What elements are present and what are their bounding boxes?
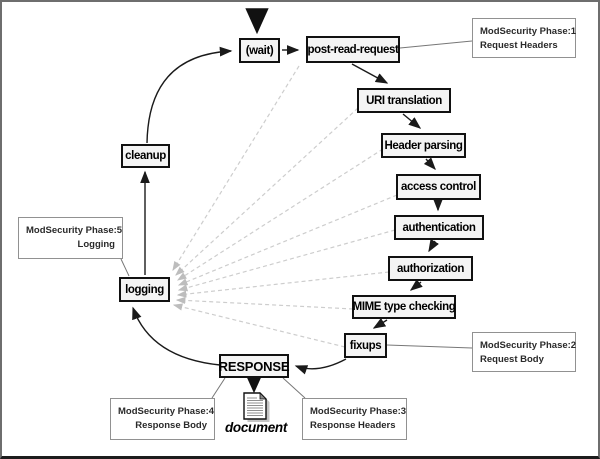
dashed-logging-links (172, 65, 398, 348)
document-icon (243, 392, 270, 422)
node-logging: logging (119, 277, 170, 302)
node-uri-translation: URI translation (357, 88, 451, 113)
annotation-phase4: ModSecurity Phase:4 Response Body (110, 398, 215, 440)
document-label: document (224, 420, 288, 435)
annotation-phase2: ModSecurity Phase:2 Request Body (472, 332, 576, 372)
node-authorization: authorization (388, 256, 473, 281)
annotation-line: Request Headers (480, 39, 558, 51)
flow-arrows (132, 8, 443, 394)
annotation-line: ModSecurity Phase:1 (480, 26, 577, 37)
annotation-line: ModSecurity Phase:5 (26, 225, 123, 236)
annotation-line: Response Body (135, 419, 207, 431)
node-authentication: authentication (394, 215, 484, 240)
node-wait: (wait) (239, 38, 280, 63)
node-response: RESPONSE (219, 354, 290, 378)
annotation-line: ModSecurity Phase:3 (310, 406, 407, 417)
annotation-phase3: ModSecurity Phase:3 Response Headers (302, 398, 407, 440)
annotation-line: Logging (77, 238, 115, 250)
node-fixups: fixups (344, 333, 387, 358)
annotation-line: ModSecurity Phase:2 (480, 340, 577, 351)
annotation-line: ModSecurity Phase:4 (118, 406, 215, 417)
node-post-read-request: post-read-request (306, 36, 400, 63)
annotation-line: Request Body (480, 353, 544, 365)
node-header-parsing: Header parsing (381, 133, 466, 158)
annotation-phase1: ModSecurity Phase:1 Request Headers (472, 18, 576, 58)
node-mime-type-checking: MIME type checking (352, 295, 456, 319)
node-access-control: access control (396, 174, 481, 200)
annotation-phase5: ModSecurity Phase:5 Logging (18, 217, 123, 259)
node-cleanup: cleanup (121, 144, 170, 168)
annotation-line: Response Headers (310, 419, 396, 431)
annotation-connectors (120, 40, 473, 399)
